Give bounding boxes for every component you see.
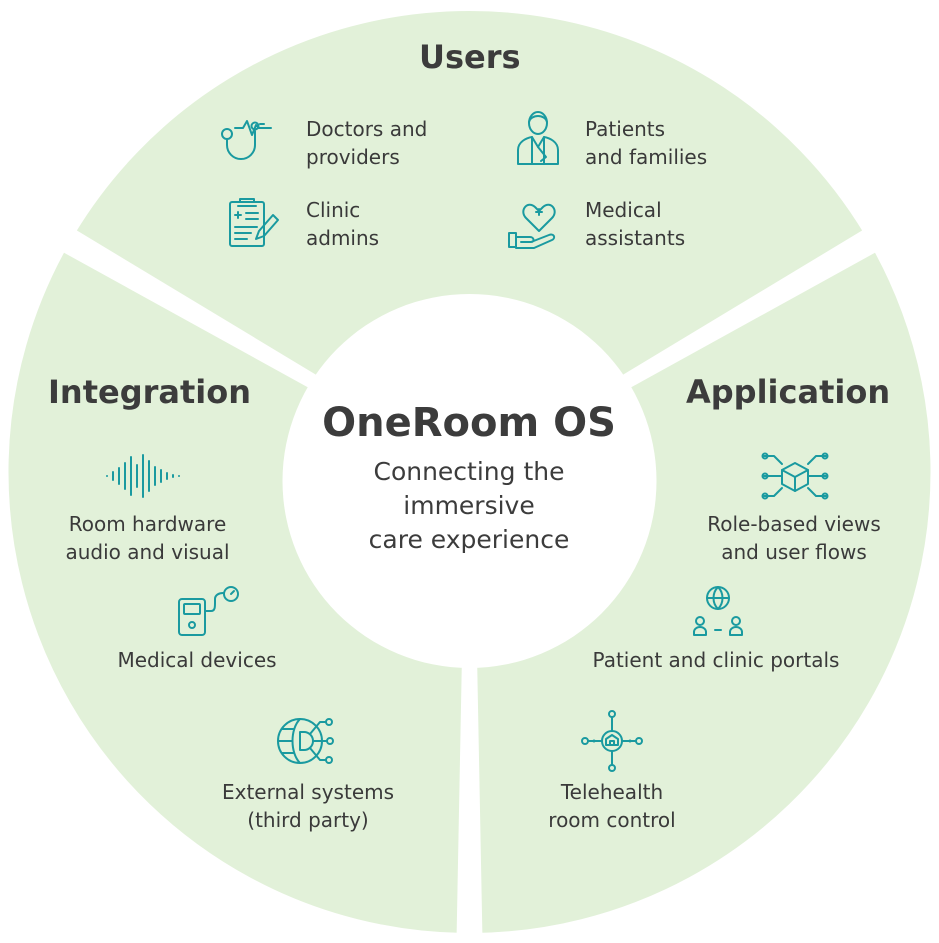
globe-users-icon bbox=[692, 585, 744, 637]
application-item-roles: Role-based views and user flows bbox=[680, 510, 908, 566]
center-title: OneRoom OS bbox=[322, 400, 616, 446]
users-item-line: and families bbox=[585, 145, 708, 169]
clipboard-icon bbox=[226, 195, 280, 249]
users-item-line: Clinic bbox=[306, 198, 361, 222]
users-item-assistants: Medical assistants bbox=[585, 196, 685, 252]
integration-item-line: audio and visual bbox=[65, 540, 230, 564]
soundwave-icon bbox=[105, 453, 181, 499]
integration-item-line: External systems bbox=[221, 780, 395, 804]
integration-item-devices: Medical devices bbox=[97, 646, 297, 674]
cube-network-icon bbox=[761, 451, 829, 501]
stethoscope-icon bbox=[217, 118, 279, 172]
users-title: Users bbox=[419, 38, 521, 76]
integration-title: Integration bbox=[48, 373, 251, 411]
users-item-patients: Patients and families bbox=[585, 115, 707, 171]
center-subtitle: Connecting the immersive care experience bbox=[319, 455, 619, 557]
application-item-line: and user flows bbox=[721, 540, 867, 564]
integration-item-line: Medical devices bbox=[117, 648, 277, 672]
users-item-doctors: Doctors and providers bbox=[306, 115, 427, 171]
application-title: Application bbox=[686, 373, 891, 411]
users-item-admins: Clinic admins bbox=[306, 196, 379, 252]
users-item-line: Patients bbox=[585, 117, 666, 141]
integration-item-external: External systems (third party) bbox=[197, 778, 419, 834]
application-item-telehealth: Telehealth room control bbox=[522, 778, 702, 834]
center-subtitle-line: care experience bbox=[368, 525, 570, 554]
integration-item-hardware: Room hardware audio and visual bbox=[40, 510, 255, 566]
center-subtitle-line: Connecting the bbox=[373, 457, 565, 486]
application-item-line: Role-based views bbox=[707, 512, 881, 536]
patient-icon bbox=[515, 110, 561, 166]
application-item-line: Telehealth bbox=[560, 780, 664, 804]
integration-item-line: (third party) bbox=[247, 808, 369, 832]
globe-network-icon bbox=[276, 712, 338, 770]
application-item-line: room control bbox=[548, 808, 676, 832]
integration-item-line: Room hardware bbox=[68, 512, 227, 536]
users-item-line: providers bbox=[306, 145, 400, 169]
users-item-line: Medical bbox=[585, 198, 662, 222]
center-subtitle-line: immersive bbox=[403, 491, 535, 520]
medical-device-icon bbox=[175, 585, 241, 637]
users-item-line: admins bbox=[306, 226, 380, 250]
users-item-line: assistants bbox=[585, 226, 686, 250]
application-item-portals: Patient and clinic portals bbox=[571, 646, 861, 674]
application-item-line: Patient and clinic portals bbox=[592, 648, 840, 672]
users-segment bbox=[67, 3, 872, 476]
center-circle bbox=[282, 294, 657, 668]
users-item-line: Doctors and bbox=[306, 117, 428, 141]
telehealth-control-icon bbox=[580, 709, 644, 773]
heart-hand-icon bbox=[507, 197, 567, 251]
